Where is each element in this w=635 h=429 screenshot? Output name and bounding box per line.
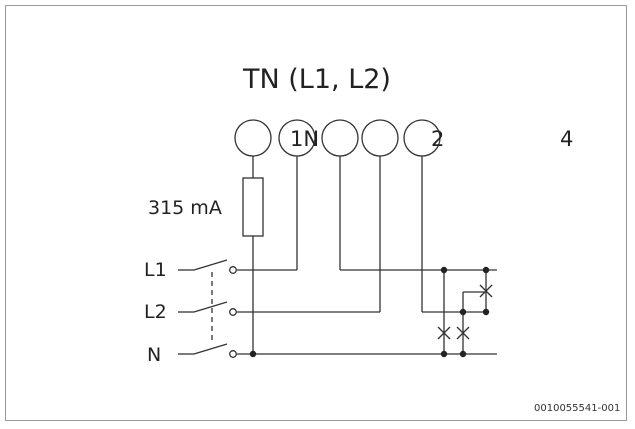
- switch-blade-l1: [193, 259, 228, 271]
- switch-contact-l1: [229, 266, 237, 274]
- terminal-circle-4: [361, 119, 399, 157]
- switch-contact-n: [229, 350, 237, 358]
- line-label-n: N: [147, 344, 161, 366]
- cross-c-2: [479, 284, 493, 298]
- junction-dot: [459, 308, 467, 316]
- cross-a-2: [437, 326, 451, 340]
- cross-b-2: [456, 326, 470, 340]
- switch-contact-l2: [229, 308, 237, 316]
- junction-dot: [440, 266, 448, 274]
- terminal-circle-1: [234, 119, 272, 157]
- switch-blade-n: [193, 343, 228, 355]
- junction-dot: [482, 266, 490, 274]
- diagram-title: TN (L1, L2): [242, 64, 391, 95]
- junction-dot: [459, 350, 467, 358]
- wires: [178, 156, 497, 358]
- switch-blade-l2: [193, 301, 228, 313]
- junction-dots: [249, 266, 490, 358]
- terminal-label-4: 4: [560, 127, 573, 151]
- fuse-symbol: [242, 177, 264, 237]
- junction-dot: [440, 350, 448, 358]
- line-label-l1: L1: [144, 259, 167, 281]
- fuse-rating-label: 315 mA: [148, 197, 222, 219]
- terminal-label-1n: 1N: [290, 127, 319, 151]
- image-code: 0010055541-001: [534, 403, 620, 414]
- terminal-circle-3: [321, 119, 359, 157]
- terminal-label-2: 2: [431, 127, 444, 151]
- terminal-block: [234, 119, 441, 157]
- diagram-frame: [5, 5, 627, 421]
- junction-dot: [249, 350, 257, 358]
- junction-dot: [482, 308, 490, 316]
- line-label-l2: L2: [144, 301, 167, 323]
